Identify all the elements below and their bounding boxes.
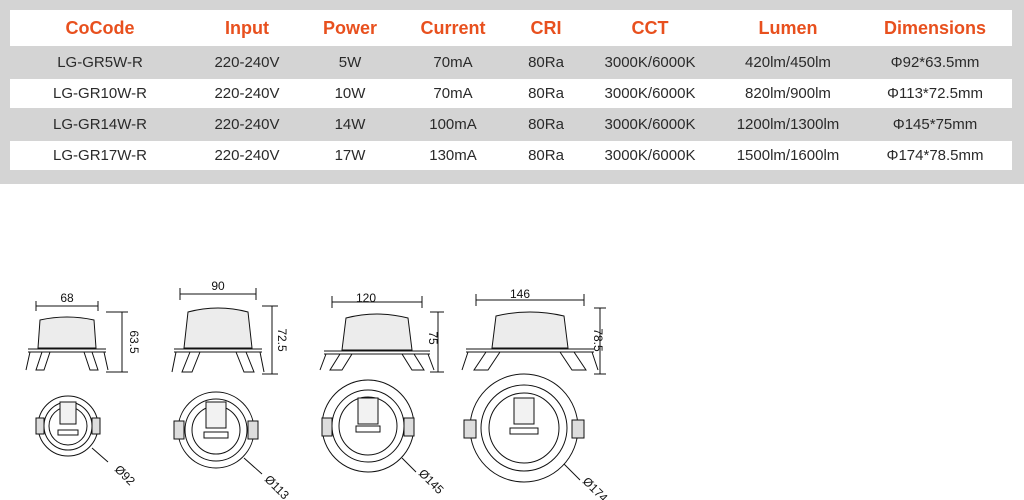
cell-lumen: 1200lm/1300lm (718, 110, 858, 139)
header-cri: CRI (510, 10, 582, 46)
top-view-drawing-2: Ø113 (160, 388, 292, 500)
cell-power: 17W (304, 141, 396, 170)
cell-dimensions: Φ92*63.5mm (858, 48, 1012, 77)
width-label: 68 (60, 291, 74, 305)
cell-input: 220-240V (190, 141, 304, 170)
cell-cri: 80Ra (510, 110, 582, 139)
header-current: Current (396, 10, 510, 46)
header-dimensions: Dimensions (858, 10, 1012, 46)
cell-dimensions: Φ174*78.5mm (858, 141, 1012, 170)
top-view-drawing-3: Ø145 (312, 378, 448, 497)
top-view-drawing-4: Ø174 (456, 372, 616, 500)
cell-dimensions: Φ145*75mm (858, 110, 1012, 139)
table-header-row: CoCode Input Power Current CRI CCT Lumen… (10, 10, 1012, 46)
diameter-label: Ø92 (112, 462, 138, 488)
cell-lumen: 1500lm/1600lm (718, 141, 858, 170)
cell-cct: 3000K/6000K (582, 48, 718, 77)
spec-panel: CoCode Input Power Current CRI CCT Lumen… (0, 0, 1024, 184)
spec-table: CoCode Input Power Current CRI CCT Lumen… (10, 8, 1012, 172)
diameter-label: Ø145 (416, 466, 447, 497)
table-row: LG-GR5W-R 220-240V 5W 70mA 80Ra 3000K/60… (10, 48, 1012, 77)
header-input: Input (190, 10, 304, 46)
diameter-label: Ø174 (580, 474, 611, 500)
cell-power: 14W (304, 110, 396, 139)
header-cocode: CoCode (10, 10, 190, 46)
cell-power: 10W (304, 79, 396, 108)
cell-current: 70mA (396, 79, 510, 108)
side-view-drawing-3: 120 75 (318, 288, 448, 384)
side-view-drawing-4: 146 78.5 (460, 286, 610, 386)
side-view-drawing-1: 68 63.5 (24, 291, 141, 382)
cell-cocode: LG-GR14W-R (10, 110, 190, 139)
cell-cocode: LG-GR17W-R (10, 141, 190, 170)
table-row: LG-GR17W-R 220-240V 17W 130mA 80Ra 3000K… (10, 141, 1012, 170)
cell-input: 220-240V (190, 110, 304, 139)
cell-lumen: 820lm/900lm (718, 79, 858, 108)
height-label: 78.5 (591, 328, 605, 352)
cell-cri: 80Ra (510, 79, 582, 108)
cell-current: 100mA (396, 110, 510, 139)
cell-cct: 3000K/6000K (582, 141, 718, 170)
side-view-drawing-2: 90 72.5 (168, 279, 289, 384)
table-row: LG-GR14W-R 220-240V 14W 100mA 80Ra 3000K… (10, 110, 1012, 139)
header-power: Power (304, 10, 396, 46)
height-label: 72.5 (275, 328, 289, 352)
diameter-label: Ø113 (262, 472, 292, 500)
cell-cct: 3000K/6000K (582, 110, 718, 139)
top-view-drawing-1: Ø92 (20, 388, 140, 488)
cell-cri: 80Ra (510, 48, 582, 77)
cell-power: 5W (304, 48, 396, 77)
cell-input: 220-240V (190, 48, 304, 77)
cell-cct: 3000K/6000K (582, 79, 718, 108)
table-row: LG-GR10W-R 220-240V 10W 70mA 80Ra 3000K/… (10, 79, 1012, 108)
header-cct: CCT (582, 10, 718, 46)
width-label: 90 (211, 279, 225, 293)
height-label: 75 (426, 331, 440, 345)
cell-dimensions: Φ113*72.5mm (858, 79, 1012, 108)
header-lumen: Lumen (718, 10, 858, 46)
cell-cri: 80Ra (510, 141, 582, 170)
height-label: 63.5 (127, 330, 141, 354)
cell-cocode: LG-GR10W-R (10, 79, 190, 108)
cell-lumen: 420lm/450lm (718, 48, 858, 77)
cell-current: 70mA (396, 48, 510, 77)
cell-current: 130mA (396, 141, 510, 170)
cell-cocode: LG-GR5W-R (10, 48, 190, 77)
cell-input: 220-240V (190, 79, 304, 108)
width-label: 146 (510, 287, 530, 301)
width-label: 120 (356, 291, 376, 305)
